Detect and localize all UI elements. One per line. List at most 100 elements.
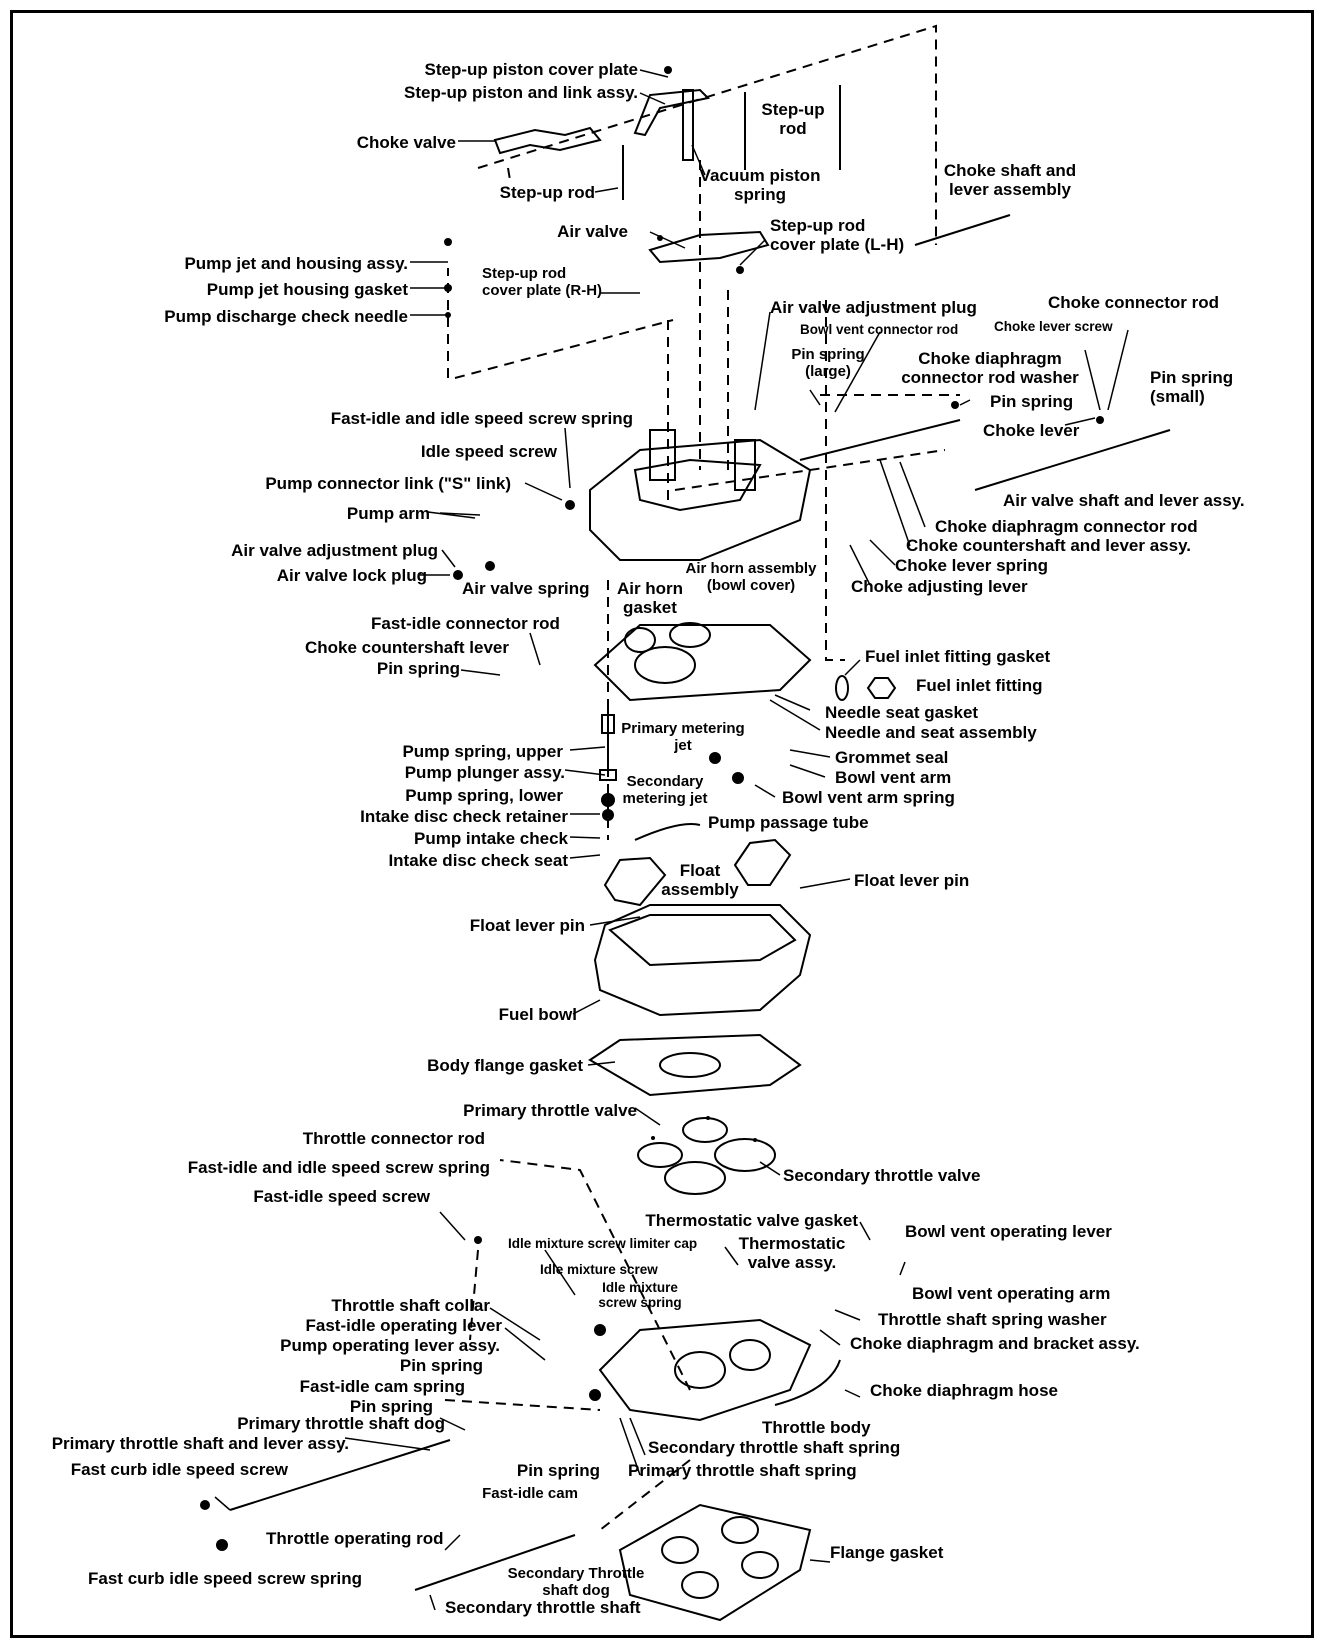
label-fast-curb-idle-speed-screw: Fast curb idle speed screw (70, 1460, 288, 1479)
label-choke-countershaft-and-lever-assy: Choke countershaft and lever assy. (906, 536, 1192, 555)
primary-throttle-shaft (229, 1439, 451, 1511)
label-choke-adjusting-lever: Choke adjusting lever (851, 577, 1028, 596)
label-fuel-inlet-fitting-gasket: Fuel inlet fitting gasket (865, 647, 1051, 666)
label-pump-spring-upper: Pump spring, upper (402, 742, 563, 761)
secondary-valve-1 (664, 1161, 726, 1195)
label-pump-operating-lever-assy: Pump operating lever assy. (280, 1336, 500, 1355)
label-pump-jet-and-housing-assy: Pump jet and housing assy. (184, 254, 408, 273)
label-bowl-vent-arm: Bowl vent arm (835, 768, 952, 787)
diagram-frame (10, 10, 1314, 1638)
air-valve-part (648, 230, 770, 264)
fuel-bowl-part (593, 904, 812, 1017)
label-air-valve: Air valve (557, 222, 628, 241)
label-pump-connector-link: Pump connector link ("S" link) (265, 474, 511, 493)
label-idle-mixture-screw-limiter-cap: Idle mixture screw limiter cap (508, 1236, 698, 1251)
label-step-up-piston-and-link-assy: Step-up piston and link assy. (404, 83, 638, 102)
flange-gasket-part (618, 1503, 812, 1622)
label-secondary-throttle-valve: Secondary throttle valve (783, 1166, 981, 1185)
label-pump-spring-lower: Pump spring, lower (405, 786, 563, 805)
leader-lines (214, 69, 1129, 1611)
label-throttle-body: Throttle body (762, 1418, 871, 1437)
label-air-valve-adjustment-plug-mid: Air valve adjustment plug (231, 541, 438, 560)
label-float-lever-pin-right: Float lever pin (854, 871, 970, 890)
label-pin-spring-lower-1: Pin spring (399, 1356, 483, 1375)
label-air-valve-shaft-and-lever-assy: Air valve shaft and lever assy. (1003, 491, 1245, 510)
float-right (733, 838, 792, 886)
choke-shaft (914, 214, 1011, 246)
label-bowl-vent-arm-spring: Bowl vent arm spring (782, 788, 955, 807)
label-pin-spring-left: Pin spring (376, 659, 460, 678)
label-air-valve-spring: Air valve spring (462, 579, 590, 598)
label-primary-throttle-shaft-spring: Primary throttle shaft spring (628, 1461, 857, 1480)
label-air-valve-adjustment-plug-top: Air valve adjustment plug (770, 298, 977, 317)
small-parts (200, 66, 1104, 1551)
secondary-valve-2 (714, 1138, 776, 1172)
air-valve-shaft (974, 429, 1171, 491)
label-fuel-inlet-fitting: Fuel inlet fitting (916, 676, 1043, 695)
label-fast-curb-idle-speed-screw-spring: Fast curb idle speed screw spring (88, 1569, 362, 1588)
label-pin-spring-large: Pin spring(large) (791, 346, 865, 380)
label-throttle-shaft-spring-washer: Throttle shaft spring washer (878, 1310, 1107, 1329)
pump-passage-tube-part (634, 823, 701, 841)
label-choke-countershaft-lever: Choke countershaft lever (304, 638, 509, 657)
label-body-flange-gasket: Body flange gasket (427, 1056, 583, 1075)
label-needle-and-seat-assembly: Needle and seat assembly (825, 723, 1037, 742)
label-fast-idle-connector-rod: Fast-idle connector rod (371, 614, 560, 633)
label-choke-diaphragm-hose: Choke diaphragm hose (870, 1381, 1058, 1400)
label-fast-idle-speed-screw: Fast-idle speed screw (253, 1187, 430, 1206)
label-pin-spring-small: Pin spring(small) (1150, 368, 1234, 406)
label-choke-valve: Choke valve (356, 133, 456, 152)
label-pump-plunger-assy: Pump plunger assy. (404, 763, 565, 782)
label-primary-throttle-shaft-and-lever-assy: Primary throttle shaft and lever assy. (51, 1434, 349, 1453)
label-float-lever-pin-left: Float lever pin (469, 916, 585, 935)
label-pin-spring-lower-2: Pin spring (349, 1397, 433, 1416)
label-bowl-vent-operating-arm: Bowl vent operating arm (912, 1284, 1111, 1303)
label-intake-disc-check-retainer: Intake disc check retainer (360, 807, 568, 826)
choke-hose (774, 1359, 841, 1406)
label-pump-jet-housing-gasket: Pump jet housing gasket (206, 280, 408, 299)
label-bowl-vent-connector-rod: Bowl vent connector rod (800, 322, 959, 337)
label-air-horn-assembly: Air horn assembly(bowl cover) (685, 560, 817, 594)
label-fuel-bowl: Fuel bowl (498, 1005, 577, 1024)
label-choke-diaphragm-connector-rod: Choke diaphragm connector rod (935, 517, 1198, 536)
step-up-parts (493, 85, 841, 200)
label-step-up-rod-left: Step-up rod (499, 183, 595, 202)
primary-valve-1 (637, 1142, 683, 1168)
label-primary-throttle-shaft-dog: Primary throttle shaft dog (237, 1414, 445, 1433)
label-air-valve-lock-plug: Air valve lock plug (276, 566, 427, 585)
label-choke-connector-rod: Choke connector rod (1048, 293, 1219, 312)
air-horn-assembly (589, 429, 812, 561)
label-idle-speed-screw: Idle speed screw (420, 442, 557, 461)
label-throttle-operating-rod: Throttle operating rod (266, 1529, 444, 1548)
air-horn-gasket (593, 622, 812, 702)
fuel-inlet-gasket (835, 675, 849, 701)
label-pump-intake-check: Pump intake check (413, 829, 568, 848)
label-step-up-piston-cover-plate: Step-up piston cover plate (424, 60, 638, 79)
fuel-inlet-fitting-part (866, 677, 897, 699)
label-choke-lever-screw: Choke lever screw (994, 319, 1113, 334)
label-fast-idle-operating-lever: Fast-idle operating lever (305, 1316, 503, 1335)
label-throttle-connector-rod: Throttle connector rod (302, 1129, 485, 1148)
throttle-body-part (598, 1318, 812, 1422)
label-throttle-shaft-collar: Throttle shaft collar (331, 1296, 490, 1315)
secondary-throttle-shaft (414, 1534, 576, 1591)
label-thermostatic-valve-gasket: Thermostatic valve gasket (645, 1211, 858, 1230)
label-choke-lever: Choke lever (983, 421, 1080, 440)
label-intake-disc-check-seat: Intake disc check seat (388, 851, 568, 870)
primary-valve-2 (682, 1117, 728, 1143)
label-idle-mixture-screw: Idle mixture screw (540, 1262, 658, 1277)
label-secondary-throttle-shaft: Secondary throttle shaft (445, 1598, 641, 1617)
label-choke-diaphragm-and-bracket-assy: Choke diaphragm and bracket assy. (850, 1334, 1140, 1353)
